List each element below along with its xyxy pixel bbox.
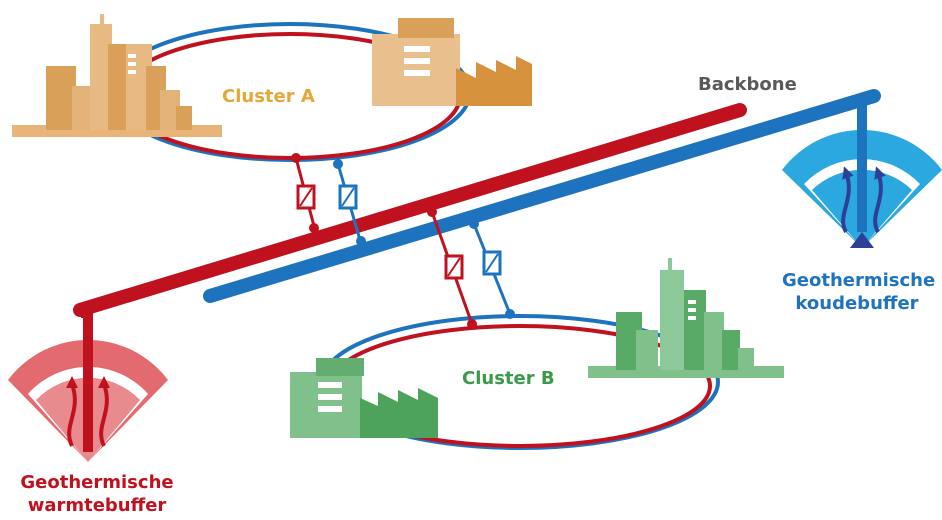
city-building-icon-a — [12, 14, 222, 137]
backbone-label: Backbone — [698, 74, 797, 95]
geothermal-cold-buffer-icon — [782, 98, 942, 248]
connector-cluster-a — [291, 153, 366, 246]
backbone-pipes — [73, 89, 881, 318]
warm-buffer-label-line-2: warmtebuffer — [27, 494, 167, 516]
cold-buffer-label-line-1: Geothermische — [782, 270, 936, 291]
geothermal-warm-buffer-icon — [8, 312, 168, 462]
warm-buffer-label: Geothermische warmtebuffer — [12, 472, 182, 517]
cluster-a-label: Cluster A — [222, 86, 315, 107]
heat-exchanger-icon-a-hot — [296, 184, 316, 210]
heat-exchanger-icon-b-cold — [482, 250, 502, 276]
city-building-icon-b — [588, 258, 784, 378]
factory-icon-a — [372, 18, 532, 106]
connector-cluster-b — [427, 207, 515, 329]
cluster-b-label: Cluster B — [462, 368, 555, 389]
heat-exchanger-icon-b-hot — [444, 254, 464, 280]
warm-buffer-label-line-1: Geothermische — [20, 472, 174, 493]
cold-buffer-label: Geothermische koudebuffer — [782, 270, 936, 315]
factory-icon-b — [290, 358, 438, 438]
heat-exchanger-icon-a-cold — [338, 184, 358, 210]
cold-buffer-label-line-2: koudebuffer — [795, 292, 919, 314]
